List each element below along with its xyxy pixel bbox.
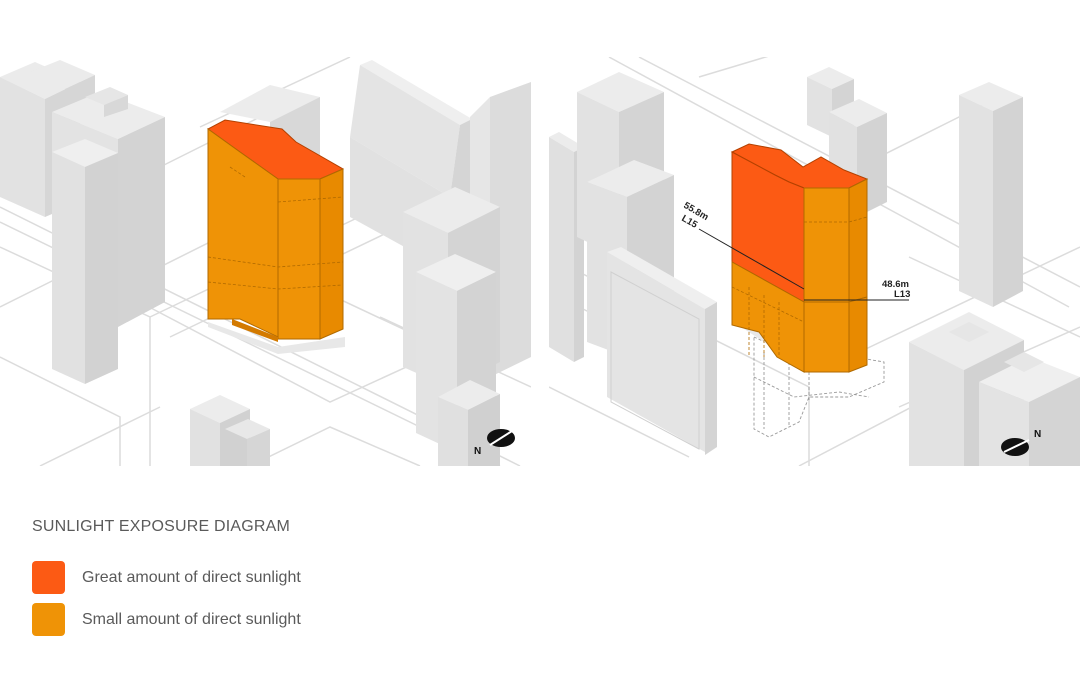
context-building (607, 247, 717, 455)
tower-base (208, 322, 345, 354)
context-building (438, 380, 500, 466)
proposed-tower-right (730, 143, 869, 373)
north-arrow-icon: N (1001, 429, 1041, 456)
north-label: N (1034, 429, 1041, 440)
site-view-left: N (0, 57, 531, 466)
dimension-lower: 48.6m L13 (882, 279, 910, 300)
context-building (807, 67, 887, 217)
legend-swatch-red (32, 561, 65, 594)
site-diagram-right: 55.8m L15 48.6m L13 N (549, 57, 1080, 466)
site-diagram-left: N (0, 57, 531, 466)
dimension-lower-level: L13 (894, 289, 910, 300)
proposed-tower-left (207, 119, 345, 342)
legend-label-small: Small amount of direct sunlight (82, 610, 301, 628)
context-building (52, 139, 118, 384)
north-arrow-icon: N (474, 429, 515, 457)
dimension-lower-height: 48.6m (882, 279, 909, 290)
site-view-right: 55.8m L15 48.6m L13 N (549, 57, 1080, 466)
legend-label-great: Great amount of direct sunlight (82, 568, 301, 586)
context-building (959, 82, 1023, 307)
north-label: N (474, 446, 481, 457)
dimension-upper: 55.8m L15 (680, 200, 711, 231)
dimension-lines (698, 228, 909, 301)
context-building (979, 352, 1080, 466)
context-building (190, 395, 270, 466)
legend-item-great-sunlight: Great amount of direct sunlight (32, 561, 301, 594)
legend-swatch-orange (32, 603, 65, 636)
legend-title: SUNLIGHT EXPOSURE DIAGRAM (32, 518, 291, 535)
legend-item-small-sunlight: Small amount of direct sunlight (32, 603, 301, 636)
